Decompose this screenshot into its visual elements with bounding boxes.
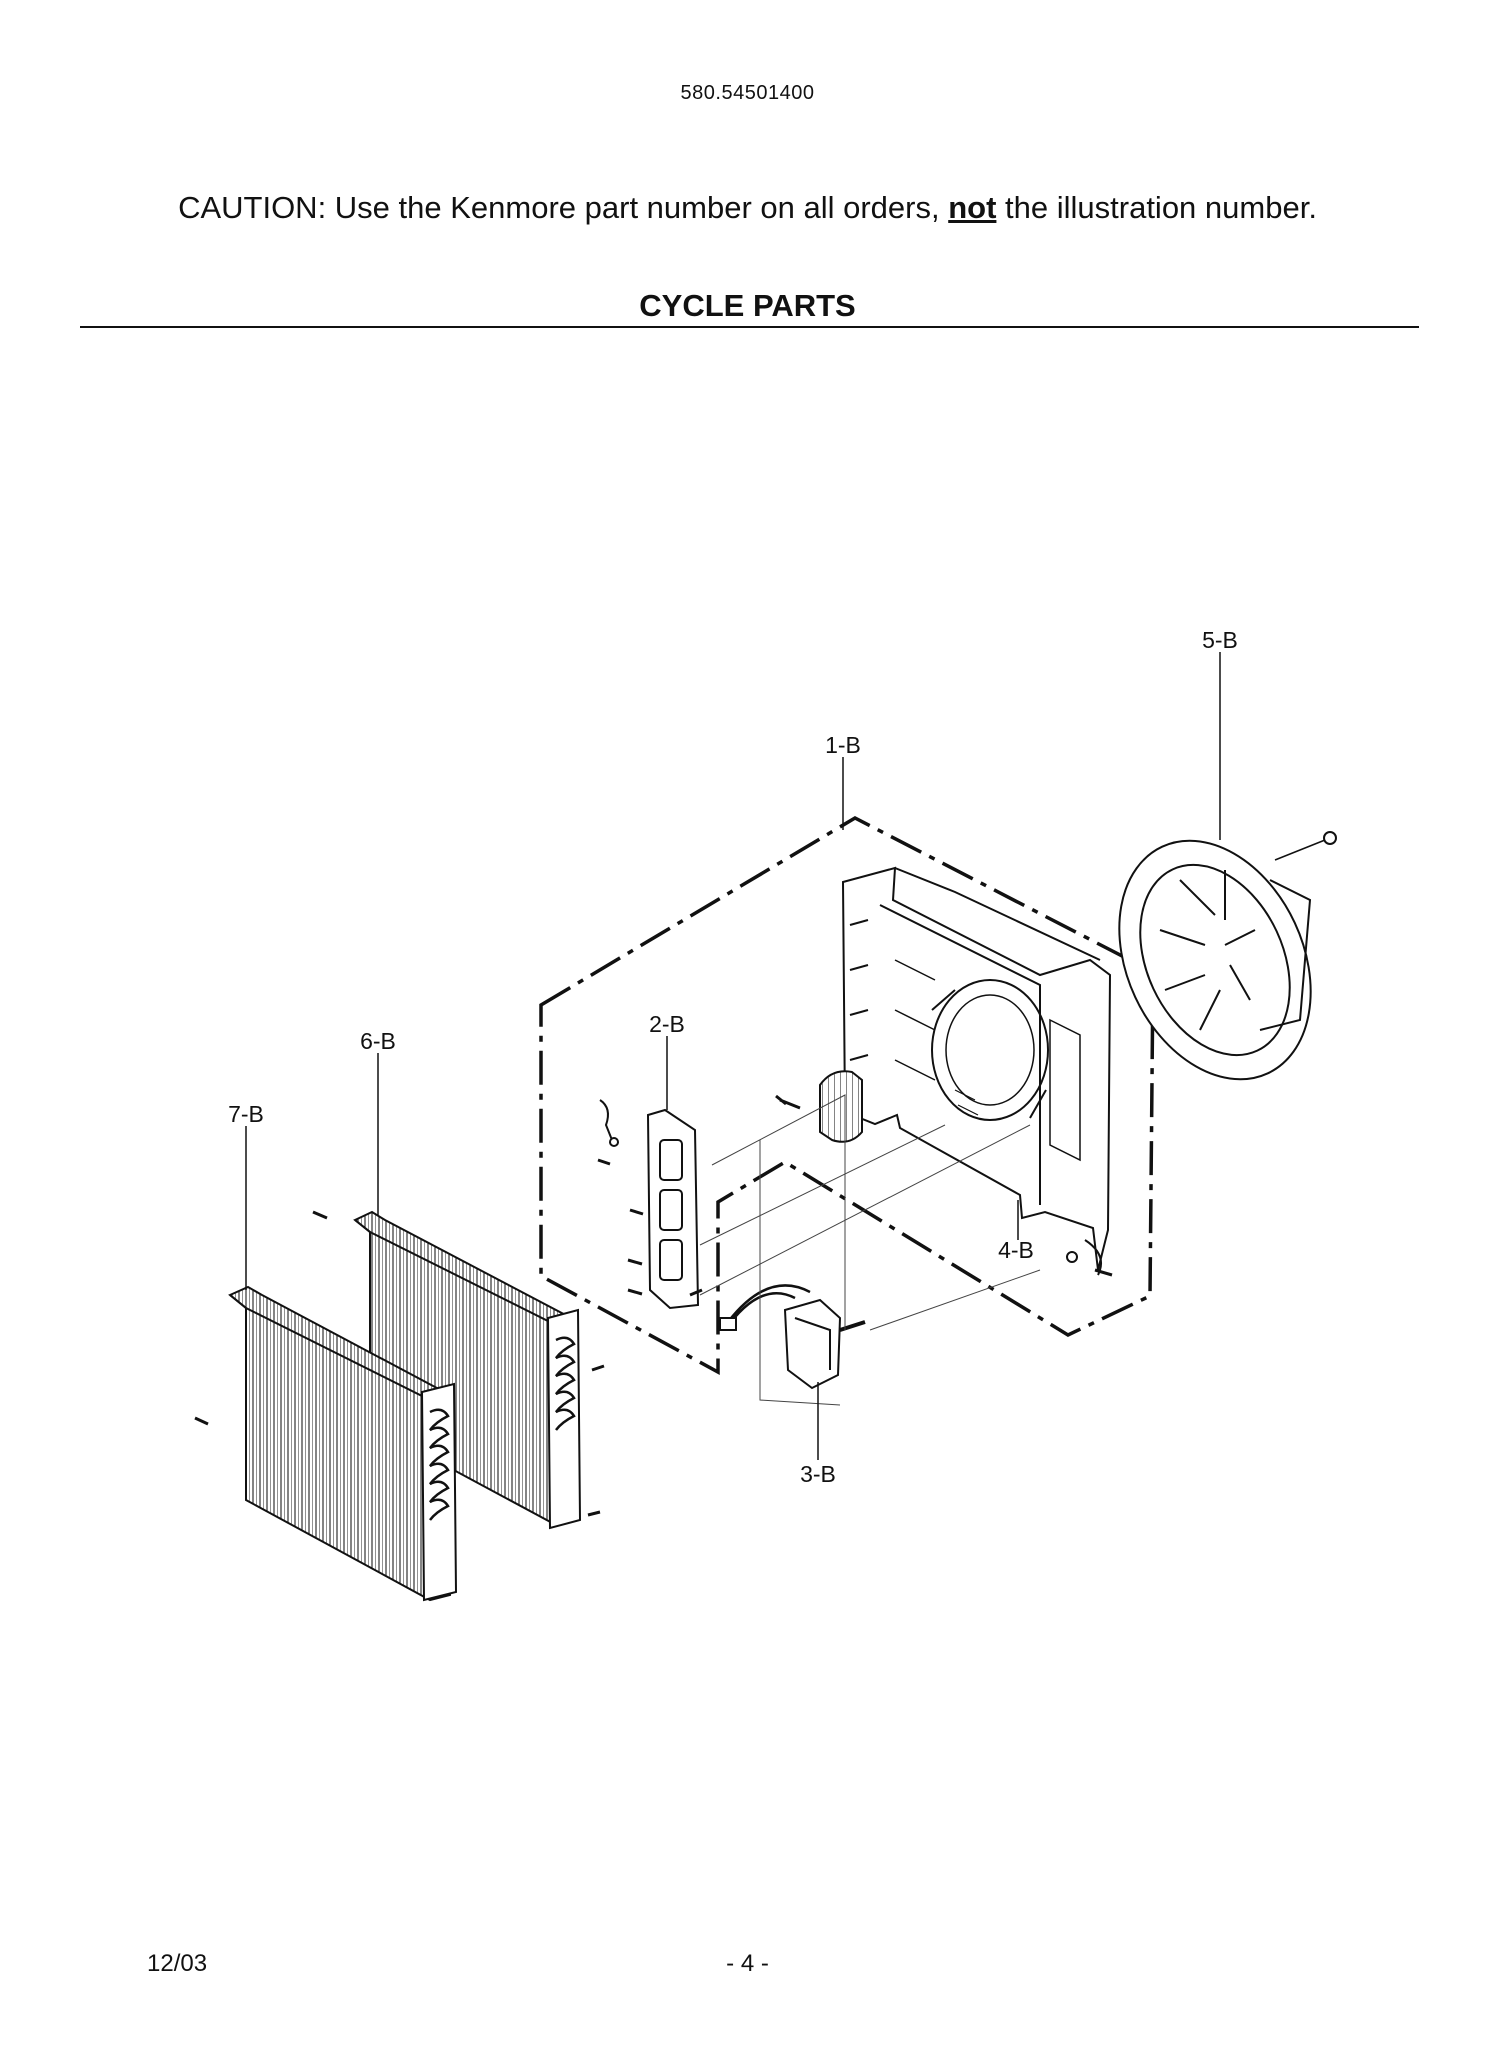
shroud-screw <box>775 1094 801 1110</box>
assembly-outline <box>539 815 1155 1375</box>
alignment-lines <box>699 1094 1041 1406</box>
blower-wheel <box>1118 831 1337 1081</box>
page-number: - 4 - <box>726 1950 769 1977</box>
evaporator-coil-front <box>228 1285 458 1602</box>
callout-6b: 6-B <box>360 1028 396 1054</box>
coil-screw <box>194 1416 209 1426</box>
callout-5b: 5-B <box>1202 627 1238 653</box>
callout-7b: 7-B <box>228 1101 264 1127</box>
condenser-coil-rear <box>353 1210 582 1530</box>
caution-text-suffix: the illustration number. <box>996 190 1317 225</box>
motor-bracket <box>599 1099 700 1310</box>
callout-leaders <box>245 652 1221 1460</box>
section-title: CYCLE PARTS <box>639 288 856 323</box>
callout-1b: 1-B <box>825 732 861 758</box>
caution-text-prefix: CAUTION: Use the Kenmore part number on … <box>178 190 949 225</box>
title-divider <box>80 326 1419 328</box>
fan-motor <box>719 1284 866 1390</box>
caution-emphasis: not <box>948 190 997 225</box>
callout-2b: 2-B <box>649 1011 685 1037</box>
bracket-screw <box>597 1158 703 1297</box>
caution-notice: CAUTION: Use the Kenmore part number on … <box>0 190 1495 226</box>
footer-date: 12/03 <box>147 1950 208 1977</box>
shroud-screw <box>1094 1268 1113 1277</box>
coil-screw <box>312 1210 605 1517</box>
callout-4b: 4-B <box>998 1237 1034 1263</box>
document-number: 580.54501400 <box>680 82 815 104</box>
callout-3b: 3-B <box>800 1461 836 1487</box>
fan-shroud <box>819 866 1112 1276</box>
